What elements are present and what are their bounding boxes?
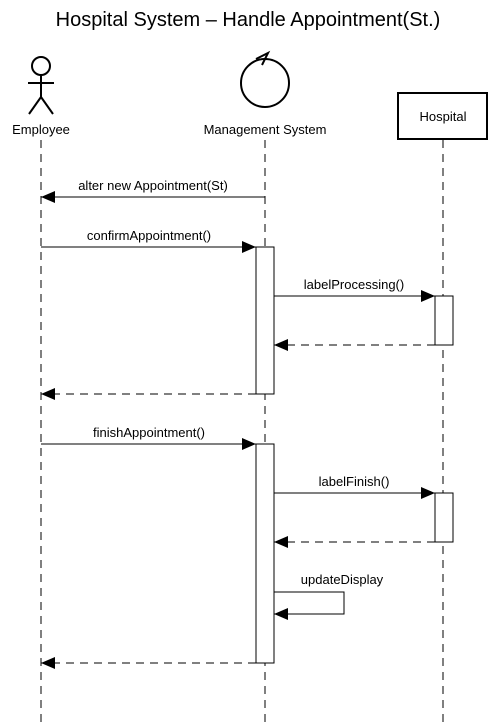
message-label-processing: labelProcessing() <box>274 277 435 302</box>
message-label: confirmAppointment() <box>87 228 211 243</box>
participant-label-hospital: Hospital <box>420 109 467 124</box>
participant-box <box>397 92 488 140</box>
participant-hospital: Hospital <box>397 92 488 140</box>
participant-label-management-system: Management System <box>204 122 327 137</box>
message-label: alter new Appointment(St) <box>78 178 228 193</box>
activation-bar-management-2 <box>255 443 275 664</box>
activation-bar-hospital-2 <box>434 492 454 543</box>
message-label-finish: labelFinish() <box>274 474 435 499</box>
activation-bar-hospital-1 <box>434 295 454 346</box>
participant-management-system: Management System <box>204 50 327 137</box>
message-label: labelFinish() <box>319 474 390 489</box>
actor-icon <box>28 56 54 115</box>
message-update-display: updateDisplay <box>274 572 384 620</box>
message-confirm-appointment: confirmAppointment() <box>41 228 256 253</box>
message-label: labelProcessing() <box>304 277 404 292</box>
participant-employee: Employee <box>12 56 70 137</box>
participant-label-employee: Employee <box>12 122 70 137</box>
message-alter-new-appointment: alter new Appointment(St) <box>41 178 265 203</box>
activation-bar-management-1 <box>255 246 275 395</box>
message-finish-appointment: finishAppointment() <box>41 425 256 450</box>
diagram-title: Hospital System – Handle Appointment(St.… <box>56 9 441 31</box>
message-label: finishAppointment() <box>93 425 205 440</box>
message-label: updateDisplay <box>301 572 384 587</box>
control-icon <box>240 50 290 108</box>
